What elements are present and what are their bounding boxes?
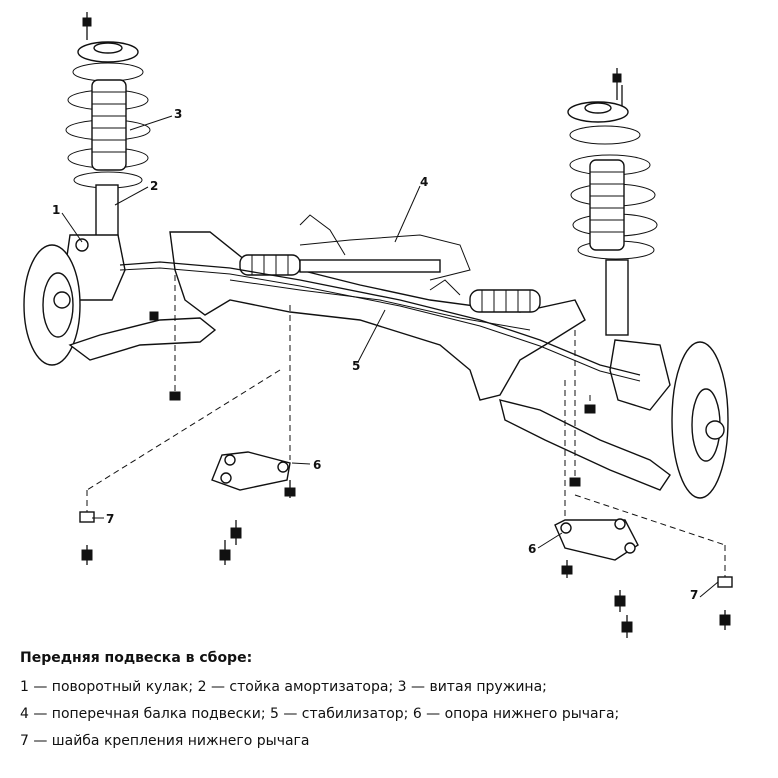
mounting-bolts <box>149 311 596 487</box>
callout-3: 3 <box>174 107 182 121</box>
callout-4: 4 <box>420 175 428 189</box>
callout-6-left: 6 <box>313 458 321 472</box>
caption-line-3: 7 — шайба крепления нижнего рычага <box>20 733 310 749</box>
stabilizer-bar <box>119 261 641 382</box>
right-lower-arm-mount <box>554 518 639 638</box>
steering-rack <box>239 214 541 313</box>
diagram-caption: Передняя подвеска в сборе: 1 — поворотны… <box>20 650 760 759</box>
leader-lines <box>61 115 719 598</box>
callout-7-left: 7 <box>106 512 114 526</box>
left-strut-assembly <box>23 12 151 366</box>
caption-line-1: 1 — поворотный кулак; 2 — стойка амортиз… <box>20 679 547 695</box>
callout-5: 5 <box>352 359 360 373</box>
callout-2: 2 <box>150 179 158 193</box>
caption-line-2: 4 — поперечная балка подвески; 5 — стаби… <box>20 706 620 722</box>
suspension-crossmember <box>169 231 586 401</box>
lower-arm-washers <box>79 511 733 630</box>
suspension-diagram: 1 2 3 4 5 6 6 7 7 <box>23 12 733 638</box>
callout-6-right: 6 <box>528 542 536 556</box>
callout-7-right: 7 <box>690 588 698 602</box>
lower-arms <box>68 317 671 491</box>
right-strut-assembly <box>567 68 729 499</box>
left-lower-arm-mount <box>211 451 296 565</box>
callout-1: 1 <box>52 203 60 217</box>
caption-title: Передняя подвеска в сборе: <box>20 650 253 666</box>
